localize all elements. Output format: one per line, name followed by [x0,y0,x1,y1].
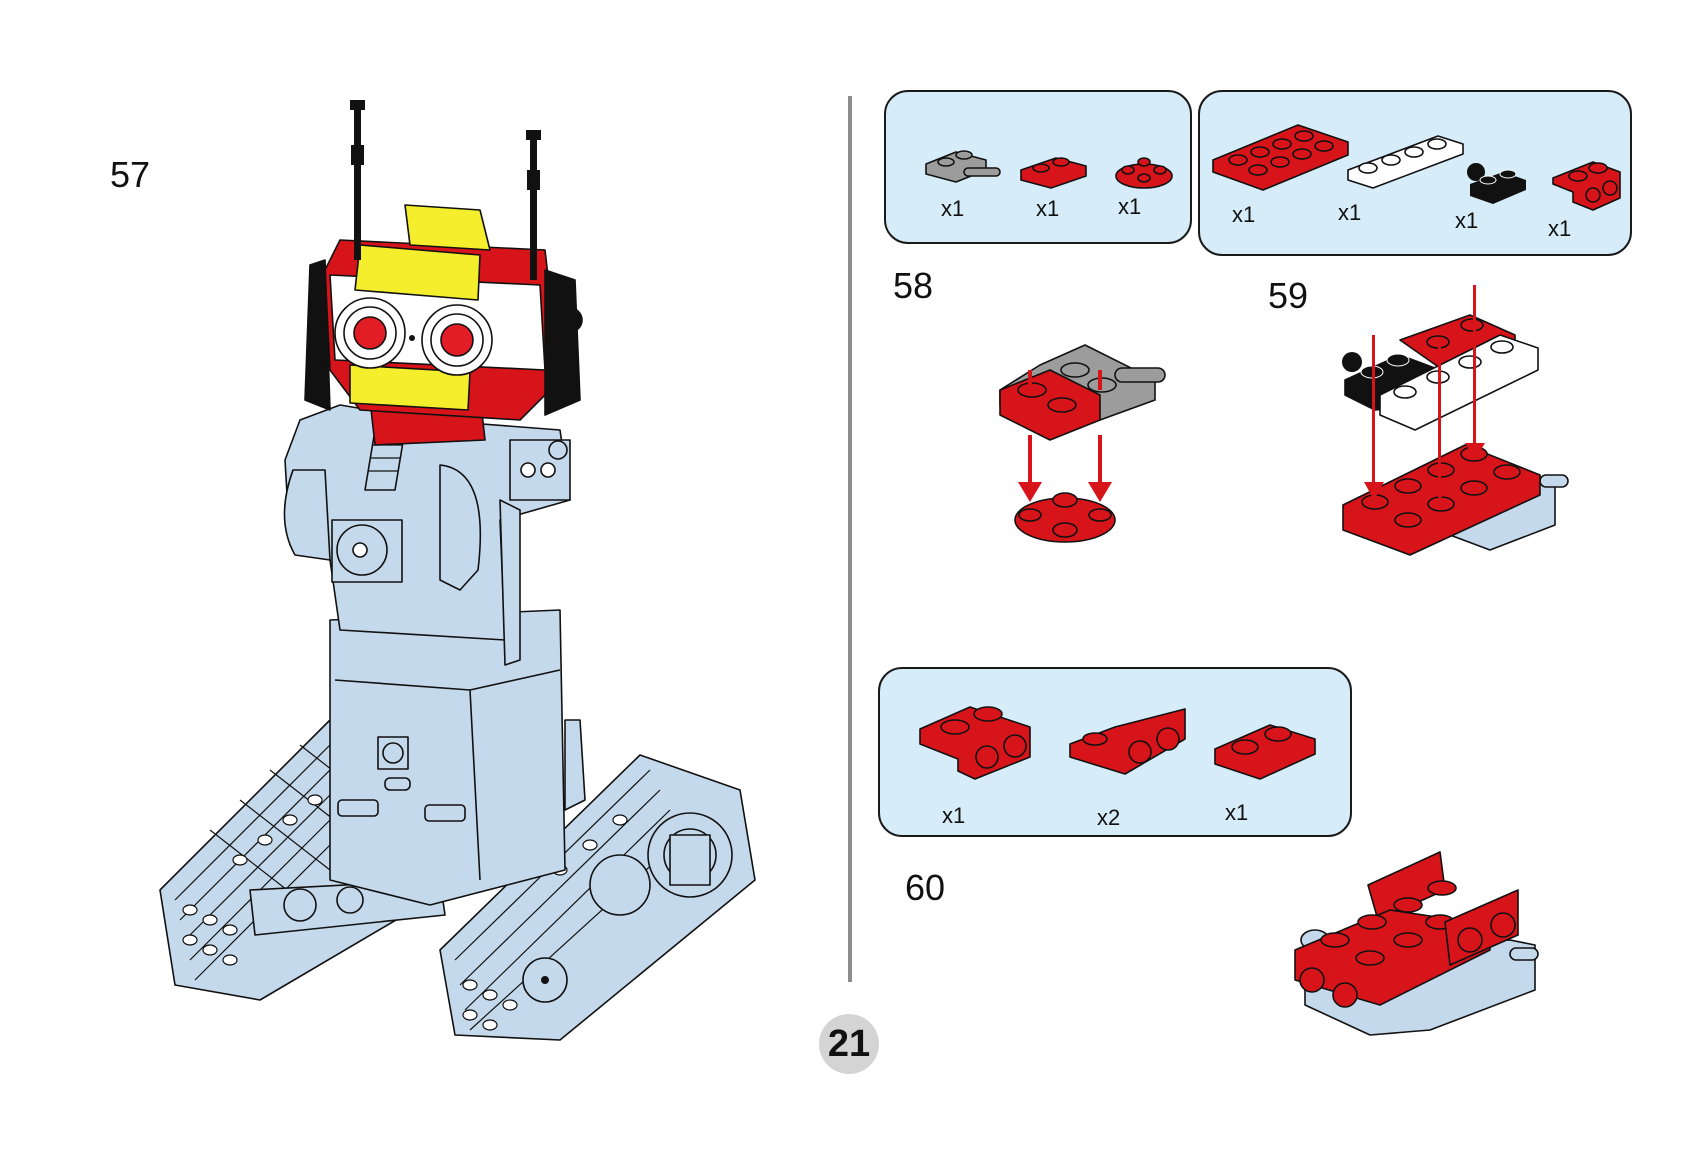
step-58-number: 58 [893,265,934,306]
step-59-number: 59 [1268,275,1309,316]
part-qty: x1 [1118,194,1142,219]
robot-head [304,204,583,421]
assembly-arrows [1364,285,1485,500]
part-gray-plate-handles [925,150,1001,183]
part-qty: x1 [942,803,966,828]
step-60-number: 60 [905,867,946,908]
assembly-arrows [1018,370,1112,502]
step-58-parts-icons [925,150,1173,189]
part-qty: x1 [1338,200,1362,225]
step-58-assembly-illustration [999,344,1166,543]
page-divider [848,96,852,982]
step-60-parts-box: x1 x2 x1 [878,667,1352,837]
part-qty: x2 [1097,805,1121,830]
robot-torso [283,404,571,666]
part-red-bracket [1552,161,1621,211]
step-60-parts-icons [919,706,1316,780]
step-58-parts-box: x1 x1 x1 [884,90,1192,244]
part-red-round-plate [1115,157,1173,189]
part-qty: x1 [1232,202,1256,227]
robot-antennas [350,100,541,280]
part-black-plate-ball [1467,163,1526,204]
step-59-parts-icons [1212,124,1621,211]
page-number-badge: 21 [819,1014,879,1074]
part-qty: x1 [1455,208,1479,233]
part-qty: x1 [1036,196,1060,221]
part-red-plate-2x4 [1212,124,1349,191]
part-red-inverted-bracket [1069,708,1186,775]
part-red-bracket [919,706,1031,780]
part-qty: x1 [1225,800,1249,825]
page-number: 21 [827,1022,871,1065]
robot-lower-body [329,609,586,906]
step-60-assembly-illustration [1294,851,1539,1036]
step-59-assembly-illustration [1342,285,1569,556]
part-red-plate-1x2 [1020,157,1087,189]
part-red-plate-1x2 [1214,724,1316,780]
right-tread [439,754,756,1041]
part-qty: x1 [1548,216,1572,241]
part-qty: x1 [941,196,965,221]
step-57-robot-illustration [159,100,756,1041]
part-white-plate-1x4 [1347,135,1464,189]
step-59-parts-box: x1 x1 x1 x1 [1198,90,1632,256]
step-57-number: 57 [110,154,151,195]
